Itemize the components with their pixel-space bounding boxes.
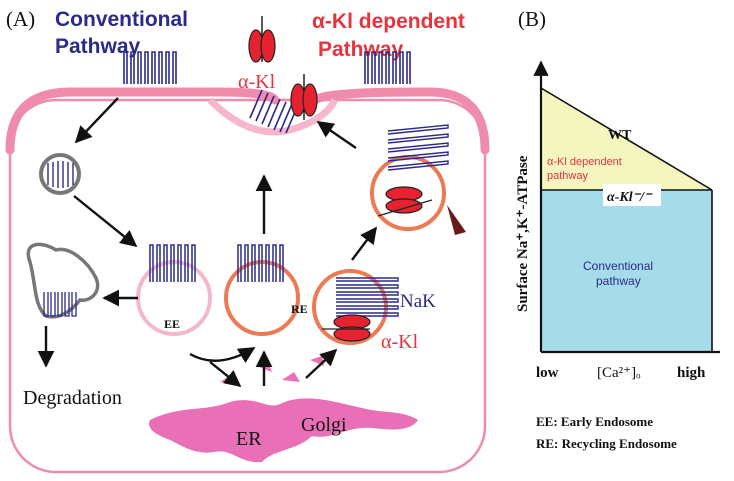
knockout-label-bg (603, 184, 661, 206)
knockout-label: α-Kl⁻/⁻ (607, 190, 653, 205)
surface-nak-pump (123, 51, 177, 84)
aklotho-top-icon (248, 16, 276, 63)
conventional-title-line2: Pathway (55, 35, 141, 58)
membrane-invagination (207, 97, 339, 136)
aklotho-recycling-endosome (312, 269, 399, 345)
recycling-endosome (224, 244, 300, 336)
panel-b-label: (B) (518, 7, 546, 31)
invaginated-nak-pump (249, 89, 299, 134)
panel-a: (A) Conventional Pathway α-Kl dependent … (5, 7, 490, 474)
surface-nak-pump-right (364, 51, 411, 84)
panel-a-label: (A) (6, 7, 35, 31)
x-mid-label: [Ca²⁺]ₒ (597, 365, 641, 381)
aklotho-region-label-line2: pathway (547, 170, 588, 182)
cell-boundary (8, 98, 487, 474)
legend-re: RE: Recycling Endosome (536, 436, 677, 451)
aklotho-region-label: α-Kl dependent (547, 156, 622, 168)
aklotho-membrane-icon (290, 74, 318, 120)
abbreviation-legend: EE: Early Endosome RE: Recycling Endosom… (536, 414, 677, 451)
x-high-label: high (677, 365, 706, 381)
wt-label: WT (608, 128, 632, 143)
x-low-label: low (536, 365, 559, 381)
aklotho-bottom-label: α-Kl (381, 331, 419, 353)
re-label: RE (291, 302, 308, 316)
conventional-region-label: Conventional (583, 259, 653, 273)
aklotho-pathway-title-line2: Pathway (318, 38, 404, 61)
aklotho-top-label: α-Kl (238, 71, 276, 93)
lysosome-structure (26, 242, 100, 319)
er-label: ER (236, 428, 262, 450)
conventional-region-label-line2: pathway (596, 274, 641, 288)
golgi-label: Golgi (301, 414, 347, 436)
aklotho-pathway-title: α-Kl dependent (312, 10, 465, 33)
degradation-label: Degradation (23, 387, 122, 409)
conventional-title: Conventional (55, 8, 188, 31)
legend-ee: EE: Early Endosome (536, 414, 653, 429)
aklotho-exocytic-endosome (370, 124, 466, 235)
endocytic-vesicle (39, 153, 81, 195)
ee-label: EE (164, 317, 180, 331)
y-axis-label: Surface Na⁺,K⁺-ATPase (515, 155, 531, 312)
wt-curve (540, 87, 713, 191)
panel-b: (B) Surface Na⁺,K⁺-ATPase low [Ca²⁺]ₒ hi… (515, 7, 720, 381)
pathway-arrows (37, 97, 378, 388)
conventional-region (541, 190, 712, 352)
er-golgi-body (149, 356, 419, 463)
cell-membrane-top (5, 87, 490, 155)
nak-label: NaK (400, 291, 436, 312)
